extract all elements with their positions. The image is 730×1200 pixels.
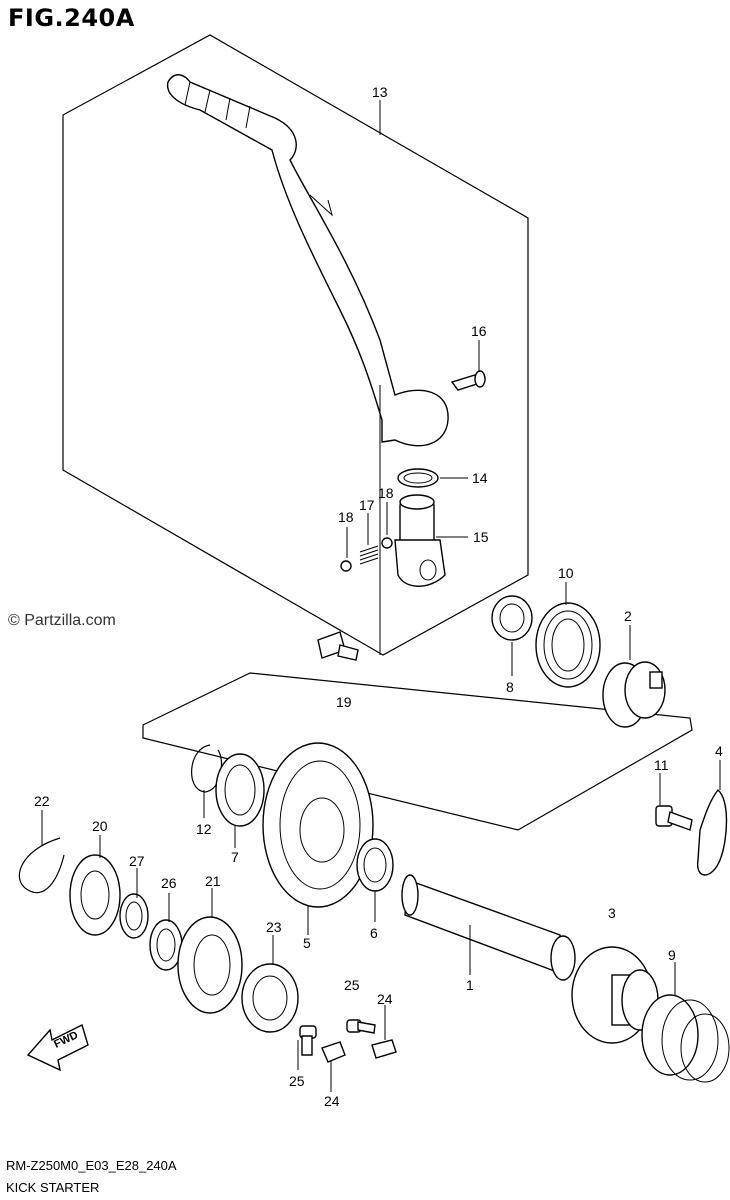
callout-27: 27 (129, 853, 145, 869)
plate-24-right (371, 1039, 397, 1059)
spring-17 (359, 545, 379, 565)
bolt-25-left (299, 1025, 317, 1056)
callout-7: 7 (231, 849, 239, 865)
kick-lever (166, 74, 449, 447)
callout-10: 10 (558, 565, 574, 581)
bolt-19 (317, 631, 359, 661)
bolt-25-right (346, 1019, 376, 1034)
callout-22: 22 (34, 793, 50, 809)
ring-26 (149, 919, 183, 971)
callout-9: 9 (668, 947, 676, 963)
spring-9 (641, 994, 730, 1083)
figure-code: RM-Z250M0_E03_E28_240A (6, 1158, 177, 1173)
kick-shaft-1 (401, 874, 576, 981)
callout-8: 8 (506, 679, 514, 695)
bolt-16 (450, 370, 486, 391)
callout-18-a: 18 (338, 509, 354, 525)
washer-23 (241, 963, 299, 1033)
ring-22 (18, 837, 65, 894)
kick-spring-10 (535, 602, 601, 688)
callout-2: 2 (624, 608, 632, 624)
copyright-text: © Partzilla.com (8, 612, 116, 629)
spring-guide-2 (602, 661, 666, 728)
callout-1: 1 (466, 977, 474, 993)
washer-6 (356, 838, 394, 892)
plate-20 (69, 854, 121, 936)
oil-seal-8 (491, 595, 533, 641)
callout-11: 11 (654, 757, 669, 773)
callout-20: 20 (92, 818, 108, 834)
callout-17: 17 (359, 497, 375, 513)
callout-26: 26 (161, 875, 177, 891)
callout-labels: 13 16 14 18 17 18 15 10 2 8 19 11 4 22 2… (34, 84, 723, 1109)
ring-27 (119, 893, 149, 939)
callout-21: 21 (205, 873, 221, 889)
callout-18-b: 18 (378, 485, 394, 501)
washer-7 (215, 753, 265, 827)
figure-caption: KICK STARTER (6, 1180, 100, 1195)
callout-25-a: 25 (344, 977, 360, 993)
ball-18-right (381, 537, 393, 549)
callout-16: 16 (471, 323, 487, 339)
callout-4: 4 (715, 743, 723, 759)
shaft-group-frame (142, 672, 693, 831)
callout-25-b: 25 (289, 1073, 305, 1089)
gear-21 (177, 916, 243, 1014)
ball-18-left (340, 560, 352, 572)
stopper-plate-4 (697, 789, 728, 876)
leader-lines (41, 100, 721, 1092)
kick-gear-5 (262, 742, 374, 908)
callout-24-a: 24 (377, 991, 393, 1007)
callout-24-b: 24 (324, 1093, 340, 1109)
callout-23: 23 (266, 919, 282, 935)
callout-3: 3 (608, 905, 616, 921)
figure-title: FIG.240A (8, 4, 135, 32)
fwd-arrow-icon: FWD (26, 1024, 89, 1072)
callout-13: 13 (372, 84, 388, 100)
callout-12: 12 (196, 821, 212, 837)
callout-5: 5 (303, 935, 311, 951)
callout-15: 15 (473, 529, 489, 545)
washer-14 (397, 468, 439, 488)
kick-lever-group-frame (62, 34, 529, 656)
callout-19: 19 (336, 694, 352, 710)
callout-14: 14 (472, 470, 488, 486)
circlip-12 (191, 744, 223, 793)
ratchet-3 (571, 946, 659, 1044)
callout-6: 6 (370, 925, 378, 941)
bolt-11 (655, 805, 693, 831)
plate-24-left (321, 1041, 346, 1063)
kick-boss-15 (394, 494, 446, 587)
